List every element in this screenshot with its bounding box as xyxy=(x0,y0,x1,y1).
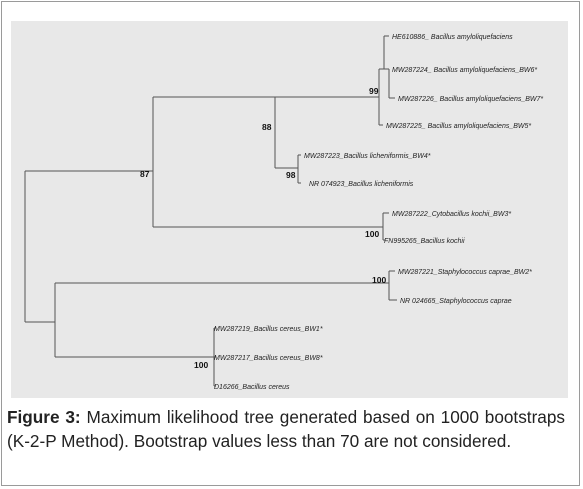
leaf-label: D16266_Bacillus cereus xyxy=(214,384,290,391)
tree-branches xyxy=(24,35,397,387)
tree-panel: HE610886_ Bacillus amyloliquefaciens MW2… xyxy=(11,21,568,398)
leaf-label: MW287224_ Bacillus amyloliquefaciens_BW6… xyxy=(392,67,537,74)
leaf-label: NR 024665_Staphylococcus caprae xyxy=(400,298,512,305)
caption-text: Maximum likelihood tree generated based … xyxy=(7,407,566,451)
bootstrap-value: 100 xyxy=(365,229,379,239)
leaf-label: MW287225_ Bacillus amyloliquefaciens_BW5… xyxy=(386,123,531,130)
caption-label: Figure 3: xyxy=(7,407,81,427)
leaf-label: MW287221_Staphylococcus caprae_BW2* xyxy=(398,269,532,276)
leaf-label: MW287226_ Bacillus amyloliquefaciens_BW7… xyxy=(398,96,543,103)
bootstrap-value: 87 xyxy=(140,169,150,179)
bootstrap-value: 100 xyxy=(372,275,386,285)
bootstrap-value: 98 xyxy=(286,170,296,180)
leaf-label: MW287223_Bacillus licheniformis_BW4* xyxy=(304,153,431,160)
phylogenetic-tree: HE610886_ Bacillus amyloliquefaciens MW2… xyxy=(24,34,543,391)
leaf-label: NR 074923_Bacillus licheniformis xyxy=(309,181,414,188)
bootstrap-value: 99 xyxy=(369,86,379,96)
leaf-label: MW287219_Bacillus cereus_BW1* xyxy=(214,326,323,333)
bootstrap-value: 88 xyxy=(262,122,272,132)
leaf-label: MW287222_Cytobacillus kochii_BW3* xyxy=(392,211,511,218)
leaf-label: HE610886_ Bacillus amyloliquefaciens xyxy=(392,34,513,41)
bootstrap-value: 100 xyxy=(194,360,208,370)
figure-caption: Figure 3: Maximum likelihood tree genera… xyxy=(7,405,565,453)
leaf-label: FN995265_Bacillus kochii xyxy=(384,238,465,245)
leaf-label: MW287217_Bacillus cereus_BW8* xyxy=(214,355,323,362)
